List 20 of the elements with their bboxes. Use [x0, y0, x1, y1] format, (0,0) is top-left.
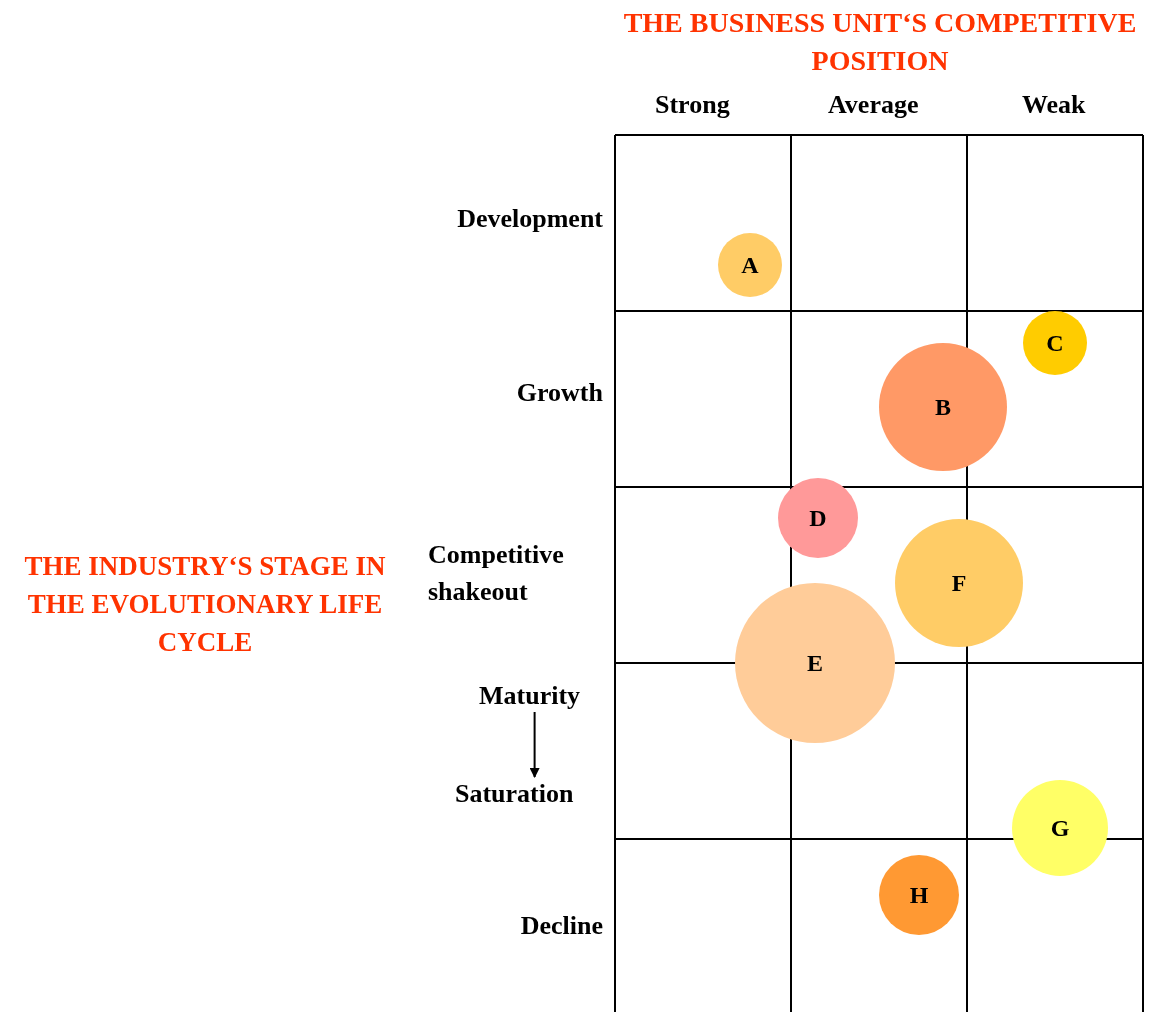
- row-label: Saturation: [455, 779, 574, 809]
- bubble-label: D: [809, 504, 827, 532]
- column-header: Weak: [1022, 90, 1086, 120]
- row-label: Maturity: [479, 681, 581, 711]
- row-label: Growth: [516, 378, 603, 408]
- bubble-label: B: [935, 393, 951, 421]
- bubble-label: G: [1050, 814, 1070, 842]
- row-label: Development: [457, 204, 603, 234]
- column-header: Strong: [655, 90, 730, 120]
- bubble-label: C: [1046, 329, 1064, 357]
- bubble-label: H: [909, 881, 929, 909]
- row-label: Decline: [520, 911, 603, 941]
- row-label: Competitive shakeout: [428, 539, 565, 608]
- column-header: Average: [828, 90, 919, 120]
- chart-title: THE BUSINESS UNIT‘S COMPETITIVE POSITION: [622, 6, 1138, 78]
- axis-title: THE INDUSTRY‘S STAGE IN THE EVOLUTIONARY LIFE CYCLE: [23, 550, 387, 659]
- bubble-label: F: [951, 569, 967, 597]
- bubble-label: E: [807, 649, 823, 677]
- bubble-label: A: [741, 251, 759, 279]
- arrow: [529, 711, 540, 778]
